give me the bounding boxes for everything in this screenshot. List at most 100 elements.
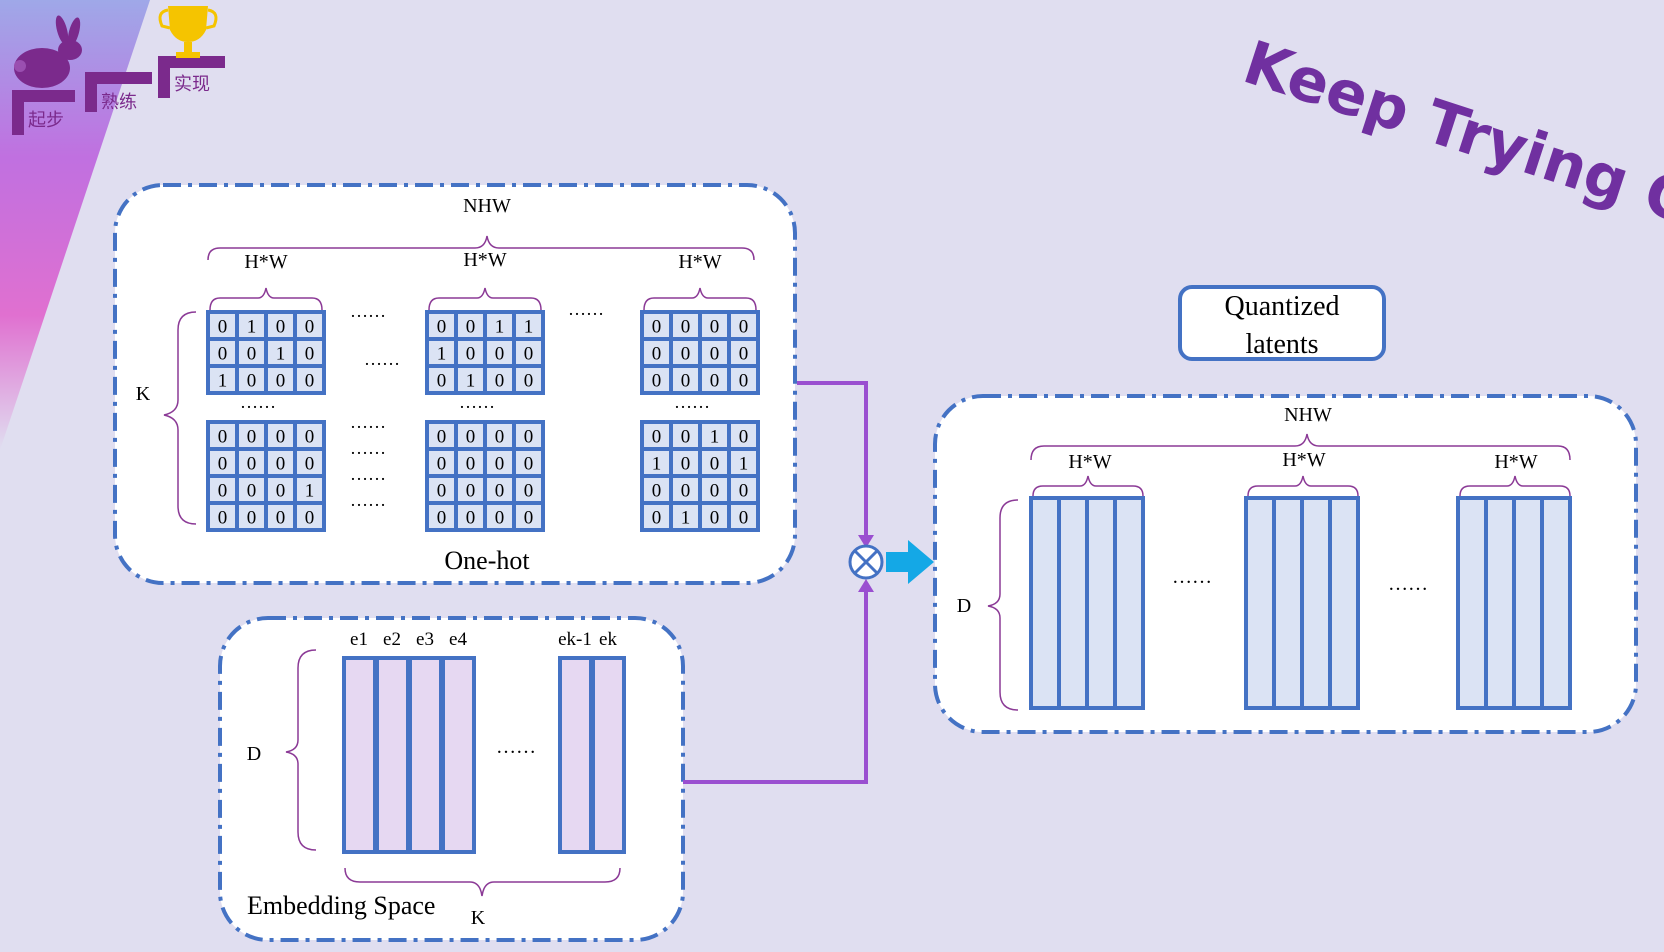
matrix-cell-value: 0 [524,371,534,392]
matrix-hw-brace [428,287,542,311]
matrix-cell [454,364,487,395]
matrix-cell-value: 0 [524,508,534,529]
matrix-cell-value: 0 [247,344,257,365]
embedding-vector-label: e2 [383,629,401,650]
matrix-cell-value: 0 [652,317,662,338]
matrix-cell [235,501,268,532]
matrix-cell-value: 0 [495,427,505,448]
matrix-cell [698,474,731,505]
quantized-column [1300,496,1332,710]
matrix-cell [727,337,760,368]
logo-step-1: 起步 [28,110,64,131]
embedding-d-brace [285,649,317,851]
matrix-cell [512,474,545,505]
decorative-swoosh [0,0,150,450]
matrix-cell-value: 0 [276,317,286,338]
matrix-cell-value: 0 [495,481,505,502]
quantized-blocks [1029,475,1572,710]
matrix-cell-value: 0 [276,427,286,448]
trophy-icon [158,6,218,58]
matrix-cell [454,474,487,505]
matrix-cell-value: 1 [710,427,720,448]
matrix-cell [483,447,516,478]
matrix-cell-value: 0 [652,427,662,448]
matrix-cell-value: 0 [524,344,534,365]
matrix-cell-value: 0 [710,371,720,392]
quantized-hw-label-2: H*W [1282,449,1325,471]
matrix-cell-value: 0 [681,371,691,392]
matrix-cell-value: 0 [276,481,286,502]
ellipsis-text: …… [350,438,386,458]
matrix-cell-value: 0 [495,371,505,392]
onehot-dots: …………………………………… [350,299,604,510]
ellipsis-text: …… [350,464,386,484]
matrix-cell [264,364,297,395]
onehot-hw-label-3: H*W [678,251,721,273]
quantized-column [1029,496,1061,710]
quantized-column [1085,496,1117,710]
matrix-cell-value: 0 [681,481,691,502]
embedding-dots: …… [496,736,536,758]
matrix-cell [483,474,516,505]
matrix-cell-value: 0 [247,481,257,502]
onehot-title: One-hot [444,546,530,575]
matrix-cell-value: 1 [466,371,476,392]
matrix-cell-value: 0 [710,508,720,529]
matrix-cell [698,420,731,451]
ellipsis-text: …… [350,412,386,432]
matrix-cell-value: 1 [524,317,534,338]
matrix-cell-value: 0 [739,508,749,529]
embedding-k-label: K [471,907,486,929]
quantized-column [1244,496,1276,710]
matrix-cell [727,474,760,505]
matrix-cell-value: 0 [739,427,749,448]
matrix-cell-value: 1 [652,454,662,475]
matrix-cell-value: 0 [437,481,447,502]
logo: 起步 熟练 实现 [12,6,225,135]
matrix-dots: …… [240,392,276,412]
matrix-cell-value: 0 [218,344,228,365]
matrix-cell-value: 0 [495,344,505,365]
quantized-title-line1: Quantized [1224,291,1339,322]
matrix-cell [293,501,326,532]
matrix-cell-value: 0 [652,481,662,502]
matrix-cell-value: 0 [276,454,286,475]
quantized-column [1540,496,1572,710]
onehot-hw-label-2: H*W [463,249,506,271]
output-arrow-icon [886,540,934,584]
matrix-hw-brace [209,287,323,311]
matrix-cell-value: 0 [218,317,228,338]
matrix-cell [293,474,326,505]
quantized-panel: Quantized latents NHW H*W H*W H*W D …… …… [933,285,1638,734]
quantized-nhw-brace [1030,433,1571,461]
ellipsis-text: …… [364,349,400,369]
matrix-cell-value: 0 [466,508,476,529]
step-bar-2 [85,72,152,112]
embedding-vector-label: e3 [416,629,434,650]
matrix-cell-value: 0 [305,317,315,338]
matrix-cell [293,337,326,368]
matrix-cell-value: 0 [524,481,534,502]
matrix-cell-value: 0 [437,427,447,448]
matrix-cell [640,364,673,395]
step-bar-3 [158,56,225,98]
matrix-cell-value: 0 [652,508,662,529]
matrix-cell-value: 0 [739,344,749,365]
matrix-cell-value: 0 [437,454,447,475]
matrix-cell [483,364,516,395]
embedding-vector-label: e1 [350,629,368,650]
matrix-cell-value: 0 [218,427,228,448]
logo-step-2: 熟练 [101,92,137,113]
matrix-cell-value: 0 [218,508,228,529]
embedding-k-brace [344,867,621,897]
matrix-cell [727,501,760,532]
embedding-vector-label: ek-1 [558,629,592,650]
matrix-cell-value: 0 [305,454,315,475]
matrix-cell-value: 0 [247,508,257,529]
quantized-hw-brace [1459,475,1571,497]
matrix-cell [512,364,545,395]
quantized-column [1057,496,1089,710]
embedding-connector-arrowhead [858,579,874,592]
